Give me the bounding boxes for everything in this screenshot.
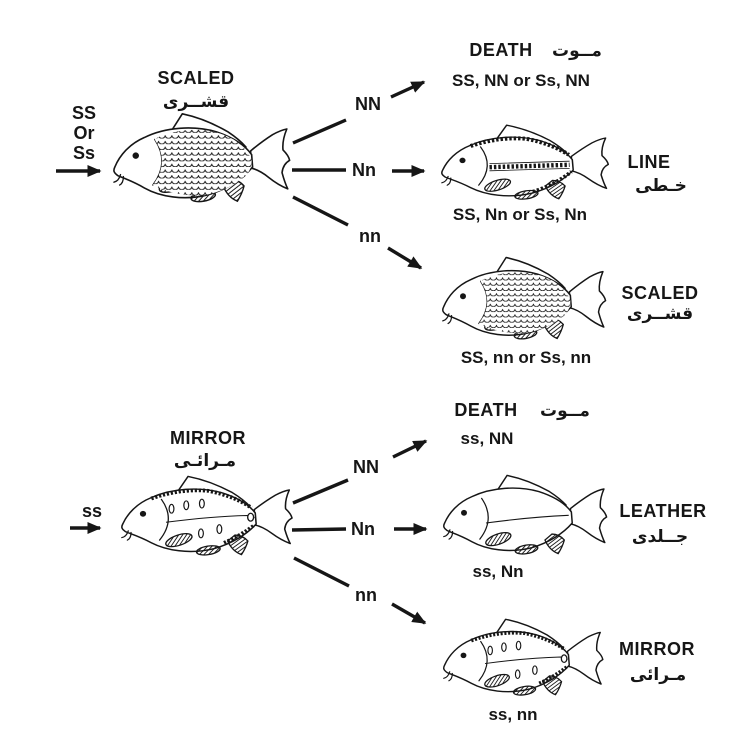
cross1-death-label-arabic: مــوت bbox=[552, 41, 602, 61]
cross2-branch-line-NN bbox=[292, 478, 349, 505]
cross2-death-label-arabic: مــوت bbox=[540, 401, 590, 421]
cross1-branch-line-nn bbox=[292, 195, 349, 227]
cross1-branch-label-Nn: Nn bbox=[352, 160, 376, 180]
cross1-line-label: LINE bbox=[627, 152, 670, 172]
cross1-death-genotypes: SS, NN or Ss, NN bbox=[452, 71, 590, 90]
cross2-parent-genotype: ss bbox=[82, 501, 102, 521]
cross1-arrow-NN bbox=[390, 80, 426, 99]
cross2-branch-label-Nn: Nn bbox=[351, 519, 375, 539]
cross1-section: SCALED قشــرى SS Or Ss NN DEATH مــوت SS… bbox=[56, 40, 698, 367]
cross2-branch-label-nn: nn bbox=[355, 585, 377, 605]
cross2-parent-type-label-arabic: مـرائـى bbox=[174, 451, 236, 471]
cross2-parent-type-label: MIRROR bbox=[170, 428, 246, 448]
cross2-branch-line-nn bbox=[293, 556, 350, 588]
cross1-line-label-arabic: خـطى bbox=[635, 176, 687, 196]
cross1-branch-label-NN: NN bbox=[355, 94, 381, 114]
cross1-branch-label-nn: nn bbox=[359, 226, 381, 246]
cross2-branch-label-NN: NN bbox=[353, 457, 379, 477]
fish-leather-offspring bbox=[443, 474, 608, 557]
cross1-scaled-label: SCALED bbox=[621, 283, 698, 303]
cross2-leather-label-arabic: جــلدى bbox=[632, 527, 688, 547]
cross2-arrow-nn bbox=[391, 602, 427, 625]
cross2-mirror-label: MIRROR bbox=[619, 639, 695, 659]
fish-mirror-offspring bbox=[442, 618, 604, 698]
cross1-parent-type-label-arabic: قشــرى bbox=[163, 92, 229, 112]
cross2-arrow-NN bbox=[392, 439, 428, 459]
cross2-leather-label: LEATHER bbox=[619, 501, 706, 521]
cross1-death-label: DEATH bbox=[469, 40, 532, 60]
cross1-arrow-nn bbox=[387, 246, 423, 270]
fish-mirror-parent bbox=[121, 475, 293, 558]
cross1-branch-line-NN bbox=[292, 118, 347, 145]
fish-line-offspring bbox=[441, 124, 610, 202]
fish-scaled-parent bbox=[113, 112, 291, 205]
cross2-mirror-genotypes: ss, nn bbox=[488, 705, 537, 724]
cross1-scaled-label-arabic: قشــرى bbox=[627, 304, 693, 324]
cross1-parent-genotype-line1: SS bbox=[72, 103, 96, 123]
cross2-leather-genotypes: ss, Nn bbox=[472, 562, 523, 581]
cross1-parent-genotype-line3: Ss bbox=[73, 143, 95, 163]
cross2-death-genotypes: ss, NN bbox=[461, 429, 514, 448]
cross1-scaled-genotypes: SS, nn or Ss, nn bbox=[461, 348, 591, 367]
cross1-parent-genotype-line2: Or bbox=[73, 123, 94, 143]
cross2-mirror-label-arabic: مـرائى bbox=[630, 665, 686, 685]
cross1-parent-type-label: SCALED bbox=[157, 68, 234, 88]
cross2-branch-line-Nn bbox=[291, 527, 347, 532]
cross2-death-label: DEATH bbox=[454, 400, 517, 420]
cross2-section: MIRROR مـرائـى ss NN DEATH مــوت ss, NN … bbox=[70, 400, 706, 724]
cross1-line-genotypes: SS, Nn or Ss, Nn bbox=[453, 205, 587, 224]
fish-scaled-offspring bbox=[442, 256, 607, 342]
